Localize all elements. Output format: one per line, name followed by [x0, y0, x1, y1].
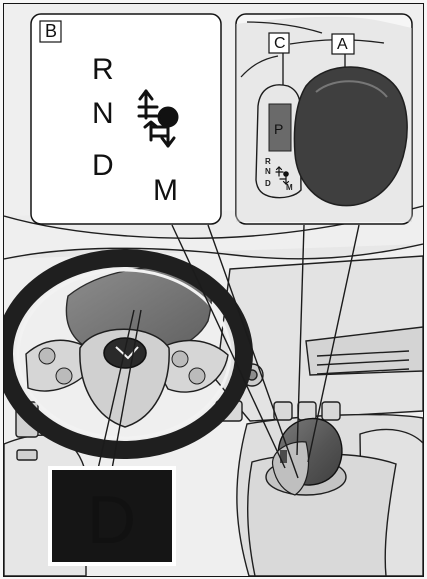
right-wheel-button-2	[189, 368, 205, 384]
diagram-frame: B R N D M	[3, 3, 424, 577]
left-wheel-button-2	[56, 368, 72, 384]
gear-r: R	[92, 53, 114, 86]
climate-button-4	[322, 402, 340, 420]
right-wheel-button-1	[172, 351, 188, 367]
climate-button-3	[298, 402, 316, 420]
shift-dot	[159, 108, 177, 126]
panel-b: B R N D M	[31, 14, 221, 224]
panel-a: C A P R N D M	[236, 14, 412, 224]
lever-position-text: P	[274, 121, 283, 137]
mini-gear-n: N	[265, 167, 271, 176]
d-indicator: D	[50, 468, 174, 564]
gear-d: D	[92, 149, 114, 182]
panel-c-label: C	[274, 35, 286, 52]
left-switch-2	[17, 450, 37, 460]
left-wheel-button-1	[39, 348, 55, 364]
mini-gear-m: M	[286, 183, 293, 192]
lexus-emblem	[104, 338, 146, 368]
dashboard-top	[4, 244, 423, 259]
panel-b-label: B	[45, 21, 57, 41]
gear-n: N	[92, 97, 114, 130]
mini-gear-d: D	[265, 179, 271, 188]
d-indicator-label: D	[87, 482, 136, 558]
panel-b-box	[31, 14, 221, 224]
mini-gear-r: R	[265, 157, 271, 166]
illustration-svg: B R N D M	[4, 4, 423, 576]
panel-a-label: A	[337, 36, 348, 53]
gear-m: M	[153, 174, 178, 207]
